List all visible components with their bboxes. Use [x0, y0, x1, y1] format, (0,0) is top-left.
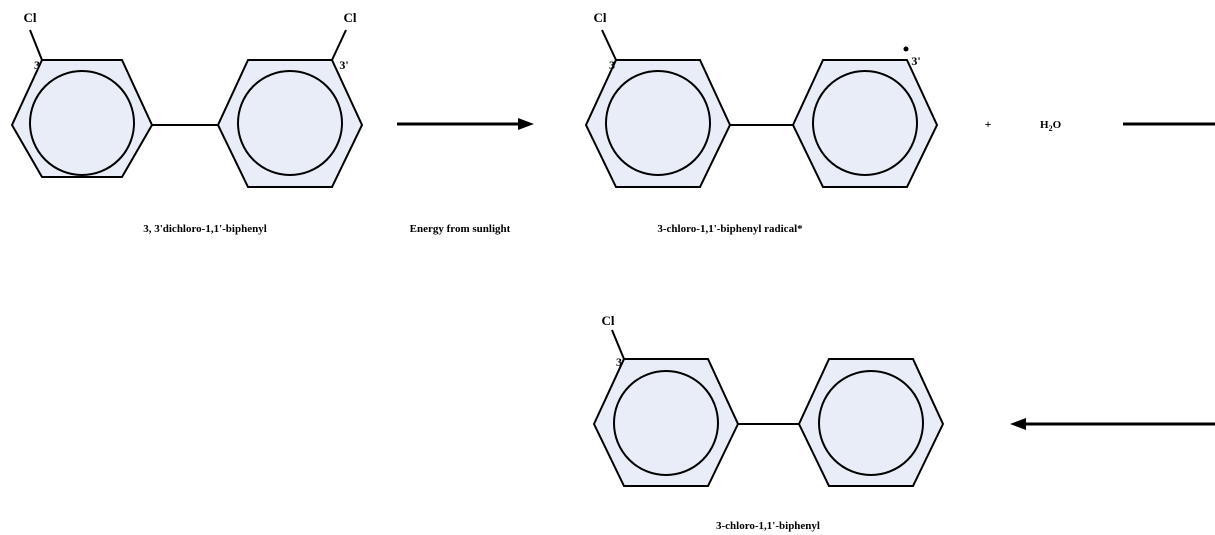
- intermediate-cl-left: Cl: [594, 10, 607, 25]
- reactant-cl-left: Cl: [24, 10, 37, 25]
- product-cl: Cl: [602, 313, 615, 328]
- reactant-ring-right-aromatic: [237, 70, 343, 176]
- intermediate-ring-left-aromatic: [605, 70, 711, 176]
- reactant-cl-bond-left: [29, 29, 43, 61]
- reactant-position-right: 3': [339, 58, 348, 72]
- reaction-arrow-1: Energy from sunlight: [397, 118, 534, 235]
- intermediate-ring-right-aromatic: [812, 70, 918, 176]
- reactant-name: 3, 3'dichloro-1,1'-biphenyl: [143, 223, 267, 235]
- arrow-3-head: [1010, 418, 1026, 430]
- reaction-arrow-3: [1010, 418, 1215, 430]
- intermediate-position-left: 3: [609, 58, 615, 72]
- reactant-cl-bond-right: [331, 29, 347, 61]
- reactant-cl-right: Cl: [344, 10, 357, 25]
- product-ring-right-aromatic: [818, 370, 924, 476]
- intermediate-name: 3-chloro-1,1'-biphenyl radical*: [657, 223, 803, 235]
- radical-dot: [903, 46, 909, 52]
- product-molecule: Cl 3 3-chloro-1,1'-biphenyl: [592, 313, 945, 532]
- intermediate-cl-bond: [601, 29, 617, 61]
- water-reagent: H2O: [1040, 119, 1062, 133]
- water-suffix: O: [1053, 119, 1062, 131]
- intermediate-position-right: 3': [911, 54, 920, 68]
- reactant-molecule: Cl Cl 3 3' 3, 3'dichloro-1,1'-biphenyl: [10, 10, 364, 235]
- intermediate-molecule: Cl 3 3' 3-chloro-1,1'-biphenyl radical*: [584, 10, 939, 235]
- product-cl-bond: [611, 329, 625, 360]
- plus-sign: +: [985, 117, 992, 131]
- product-name: 3-chloro-1,1'-biphenyl: [716, 520, 820, 532]
- water-prefix: H: [1040, 119, 1049, 131]
- arrow-1-label: Energy from sunlight: [410, 223, 511, 235]
- water-subscript: 2: [1049, 124, 1053, 133]
- reactant-position-left: 3: [34, 58, 40, 72]
- reactant-ring-left-aromatic: [29, 70, 135, 176]
- product-ring-left-aromatic: [613, 370, 719, 476]
- product-position: 3: [616, 355, 622, 369]
- arrow-1-head: [518, 118, 534, 130]
